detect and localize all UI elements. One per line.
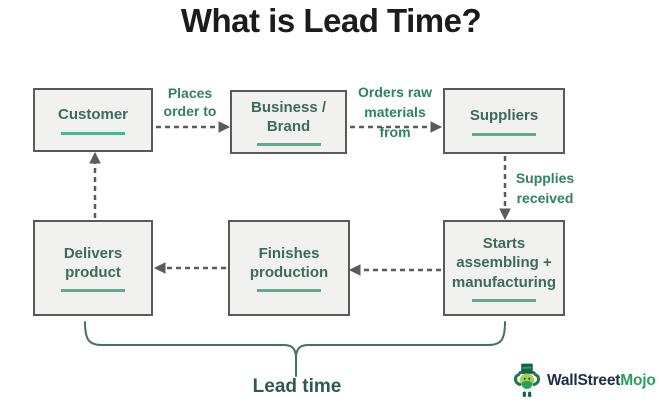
box-starts-assembling-label: Starts assembling + manufacturing xyxy=(451,235,557,291)
arrowhead-up xyxy=(89,151,101,164)
box-customer-label: Customer xyxy=(57,106,128,124)
diagram-title: What is Lead Time? xyxy=(180,2,482,39)
box-underline xyxy=(61,289,125,293)
box-delivers-product-label: Delivers product xyxy=(63,244,123,281)
box-underline xyxy=(61,131,125,135)
box-business-brand-label: Business / Brand xyxy=(250,98,327,135)
box-delivers-product: Delivers product xyxy=(33,220,153,316)
box-underline xyxy=(472,132,536,136)
wallstreetmojo-mascot-icon xyxy=(513,363,541,397)
arrowhead-left xyxy=(348,264,361,276)
lead-time-brace xyxy=(84,321,506,377)
box-business-brand: Business / Brand xyxy=(230,90,347,154)
arrowhead-right xyxy=(430,121,443,133)
box-starts-assembling: Starts assembling + manufacturing xyxy=(443,220,565,316)
arrowhead-left xyxy=(153,262,166,274)
edge-label-supplies-received: Supplies received xyxy=(515,170,575,206)
arrow-starts-to-finishes xyxy=(348,264,441,276)
box-underline xyxy=(256,143,321,147)
arrow-delivers-to-customer xyxy=(89,151,101,218)
arrow-customer-to-business xyxy=(156,121,231,133)
arrow-finishes-to-delivers xyxy=(153,262,226,274)
box-customer: Customer xyxy=(33,88,153,152)
lead-time-caption: Lead time xyxy=(252,376,342,397)
arrowhead-down xyxy=(499,208,511,221)
arrow-suppliers-to-starts xyxy=(499,156,511,221)
logo-text-mojo: Mojo xyxy=(620,372,656,389)
box-suppliers-label: Suppliers xyxy=(469,107,539,125)
box-finishes-production: Finishes production xyxy=(228,220,350,316)
arrow-business-to-suppliers xyxy=(350,121,443,133)
wallstreetmojo-logo-text: WallStreetMojo xyxy=(547,372,656,390)
edge-label-places-order: Places order to xyxy=(163,85,217,120)
box-underline xyxy=(257,289,321,293)
wallstreetmojo-logo: WallStreetMojo xyxy=(511,361,656,401)
edge-label-orders-raw-materials: Orders raw materials from xyxy=(358,84,432,140)
box-underline xyxy=(472,298,536,302)
box-suppliers: Suppliers xyxy=(443,88,565,154)
logo-text-wallstreet: WallStreet xyxy=(547,372,621,389)
box-finishes-production-label: Finishes production xyxy=(249,244,329,281)
arrowhead-right xyxy=(218,121,231,133)
